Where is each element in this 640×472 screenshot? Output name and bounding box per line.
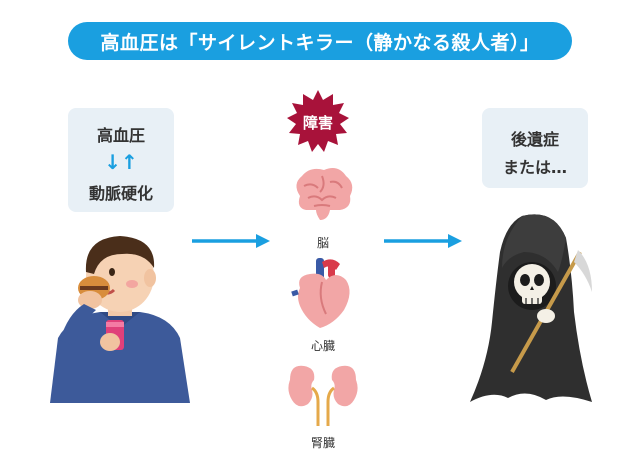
cause-hypertension-label: 高血圧 [96, 126, 145, 145]
heart-icon [291, 258, 350, 328]
cause-arteriosclerosis-label: 動脈硬化 [88, 184, 153, 203]
kidney-label: 腎臓 [310, 436, 335, 450]
damage-badge-label: 障害 [302, 114, 333, 132]
damage-badge [287, 90, 349, 152]
kidney-icon [288, 365, 358, 426]
page-title: 高血圧は「サイレントキラー（静かなる殺人者）」 [68, 22, 572, 60]
aftereffect-panel: 後遺症 または… [482, 108, 588, 188]
grim-reaper-illustration [470, 214, 592, 402]
aftereffect-or-label: または… [502, 158, 567, 177]
man-eating-illustration [50, 236, 190, 403]
cause-panel: 高血圧 ↓↑ 動脈硬化 [68, 108, 174, 212]
bidirectional-arrows: ↓↑ [104, 150, 138, 174]
brain-label: 脳 [316, 236, 329, 250]
arrow-right-icon [384, 234, 462, 248]
arrow-right-icon [192, 234, 270, 248]
brain-icon [296, 168, 353, 220]
aftereffect-label: 後遺症 [510, 130, 559, 149]
heart-label: 心臓 [310, 339, 335, 353]
